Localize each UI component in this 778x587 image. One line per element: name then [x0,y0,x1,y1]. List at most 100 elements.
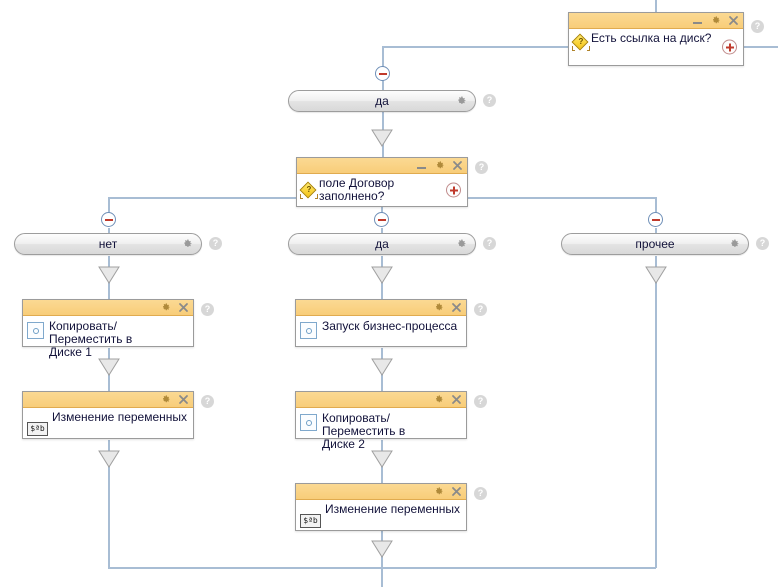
help-icon-vars-left[interactable]: ? [201,395,214,408]
node-body: Копировать/Переместить в Диске 2 [296,408,466,451]
node-title: Копировать/Переместить в Диске 1 [49,319,133,359]
action-square-icon [27,322,44,339]
close-icon[interactable] [451,302,462,313]
gear-icon[interactable] [181,238,193,250]
help-icon-copy-disk-2[interactable]: ? [474,395,487,408]
collapse-toggle-net[interactable] [101,212,116,227]
action-node-start-bp[interactable]: Запуск бизнес-процесса [295,299,467,347]
action-node-copy-disk-2[interactable]: Копировать/Переместить в Диске 2 [295,391,467,451]
node-header [23,392,193,408]
action-square-icon [300,414,317,431]
node-header [297,158,467,174]
close-icon[interactable] [452,160,463,171]
node-header [296,300,466,316]
collapse-toggle-prochee[interactable] [648,212,663,227]
gear-icon[interactable] [455,95,467,107]
action-node-vars-center[interactable]: $ªb Изменение переменных [295,483,467,531]
node-body: ? Есть ссылка на диск? [569,29,743,65]
connector-top-left [382,46,568,48]
node-title: Копировать/Переместить в Диске 2 [322,411,406,451]
connector-drop-net [108,197,110,219]
connector-prochee-to-pill [655,228,657,235]
help-icon-da-2[interactable]: ? [483,237,496,250]
collapse-toggle-da2[interactable] [374,212,389,227]
arrow-da2-to-bp [371,266,393,284]
help-icon-net[interactable]: ? [209,237,222,250]
node-header [296,392,466,408]
close-icon[interactable] [451,486,462,497]
connector-merge-out [381,567,383,587]
minimize-icon[interactable] [416,160,427,171]
close-icon[interactable] [178,394,189,405]
variable-icon: $ªb [300,514,321,528]
condition-node-disk-link[interactable]: ? Есть ссылка на диск? [568,12,744,66]
help-icon-prochee[interactable]: ? [756,237,769,250]
branch-label-prochee[interactable]: прочее [561,233,749,255]
node-title: Есть ссылка на диск? [591,31,712,45]
arrow-prochee-down [645,266,667,284]
branch-label-text: прочее [635,237,675,251]
gear-icon[interactable] [160,394,171,405]
action-node-copy-disk-1[interactable]: Копировать/Переместить в Диске 1 [22,299,194,359]
arrow-da1-to-cond [371,129,393,147]
node-header [23,300,193,316]
branch-label-text: да [375,94,389,108]
help-icon-vars-center[interactable]: ? [474,487,487,500]
arrow-vars-center-out [371,540,393,558]
branch-label-da-1[interactable]: да [288,90,476,112]
help-icon-dogovor[interactable]: ? [475,161,488,174]
add-branch-button[interactable] [446,182,461,198]
condition-diamond-icon: ? [299,181,318,200]
action-square-icon [300,322,317,339]
gear-icon[interactable] [434,160,445,171]
collapse-toggle-da1[interactable] [375,66,390,81]
minimize-icon[interactable] [692,15,703,26]
variable-icon: $ªb [27,422,48,436]
action-node-vars-left[interactable]: $ªb Изменение переменных [22,391,194,439]
help-icon-copy-disk-1[interactable]: ? [201,303,214,316]
condition-node-dogovor[interactable]: ? поле Договор заполнено? [296,157,468,207]
gear-icon[interactable] [710,15,721,26]
node-title: Изменение переменных [325,502,461,516]
connector-da2-to-pill [381,228,383,235]
gear-icon[interactable] [455,238,467,250]
add-branch-button[interactable] [722,39,737,55]
arrow-copy2-to-vars [371,450,393,468]
connector-top-in [655,0,657,13]
node-header [296,484,466,500]
node-body: Копировать/Переместить в Диске 1 [23,316,193,359]
node-title: поле Договор заполнено? [319,176,395,203]
gear-icon[interactable] [433,394,444,405]
node-body: $ªb Изменение переменных [23,408,193,438]
connector-fanout-bus-right [467,197,656,199]
gear-icon[interactable] [160,302,171,313]
node-title: Запуск бизнес-процесса [322,319,458,333]
arrow-bp-to-copy2 [371,358,393,376]
gear-icon[interactable] [728,238,740,250]
branch-label-da-2[interactable]: да [288,233,476,255]
condition-diamond-icon: ? [571,33,590,52]
help-icon-disk-link[interactable]: ? [751,20,764,33]
node-body: $ªb Изменение переменных [296,500,466,530]
gear-icon[interactable] [433,302,444,313]
node-header [569,13,743,29]
branch-label-text: нет [98,237,118,251]
help-icon-da-1[interactable]: ? [483,94,496,107]
node-body: Запуск бизнес-процесса [296,316,466,346]
close-icon[interactable] [451,394,462,405]
close-icon[interactable] [728,15,739,26]
connector-drop-da2 [381,197,383,219]
arrow-net-to-copy1 [98,266,120,284]
node-body: ? поле Договор заполнено? [297,174,467,206]
connector-net-to-pill [108,228,110,235]
node-title: Изменение переменных [52,410,188,424]
help-icon-start-bp[interactable]: ? [474,303,487,316]
connector-vars-left-down [108,440,110,568]
branch-label-text: да [375,237,389,251]
branch-label-net[interactable]: нет [14,233,202,255]
close-icon[interactable] [178,302,189,313]
arrow-vars-left-out [98,450,120,468]
gear-icon[interactable] [433,486,444,497]
arrow-copy1-to-vars [98,358,120,376]
